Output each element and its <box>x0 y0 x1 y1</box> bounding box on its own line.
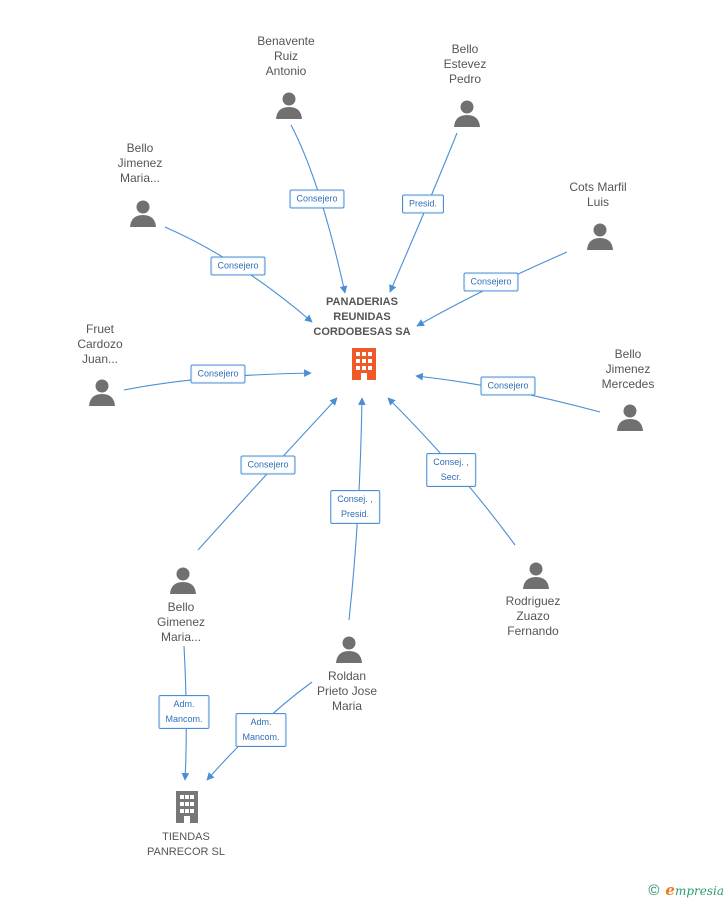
role-badge[interactable]: Adm. Mancom. <box>235 713 287 747</box>
role-badge[interactable]: Consejero <box>289 189 345 209</box>
role-badge-line: Adm. <box>250 717 272 727</box>
person-icon[interactable] <box>585 221 615 251</box>
person-name-line: Maria... <box>160 630 201 644</box>
role-badge-line: Presid. <box>408 198 438 209</box>
role-badge[interactable]: Consejero <box>210 256 266 276</box>
person-icon[interactable] <box>87 377 117 407</box>
person-name-line: Fernando <box>507 624 559 638</box>
central-company-line-2: REUNIDAS <box>333 311 391 323</box>
role-badge-line: Consejero <box>296 193 338 204</box>
person-name-line: Pedro <box>448 72 482 86</box>
person-name-line: Benavente <box>257 34 315 48</box>
person-name-line: Maria... <box>119 171 160 185</box>
role-badge[interactable]: Adm. Mancom. <box>158 695 210 729</box>
secondary-company-name[interactable]: TIENDAS PANRECOR SL <box>147 830 225 860</box>
role-badge-line: Consej. , <box>337 494 373 504</box>
person-name-line: Bello <box>614 347 642 361</box>
person-name-line: Fruet <box>85 322 115 336</box>
central-company-line-3: CORDOBESAS SA <box>313 326 411 338</box>
role-badge[interactable]: Consej. , Presid. <box>330 490 380 524</box>
person-name-line: Ruiz <box>273 49 299 63</box>
brand-rest: mpresia <box>674 884 724 898</box>
person-name-line: Cardozo <box>77 337 123 351</box>
person-name-line: Gimenez <box>156 615 206 629</box>
role-badge-line: Mancom. <box>165 714 203 724</box>
role-badge-line: Consejero <box>487 380 529 391</box>
person-name-line: Zuazo <box>516 609 550 623</box>
role-badge-line: Secr. <box>440 472 462 482</box>
person-name-line: Bello <box>167 600 195 614</box>
person-icon[interactable] <box>128 198 158 228</box>
person-name-line: Rodriguez <box>505 594 561 608</box>
relation-edge <box>290 124 348 294</box>
person-name-line: Bello <box>126 141 154 155</box>
person-name-line: Bello <box>451 42 479 56</box>
role-badge[interactable]: Consej. , Secr. <box>426 453 476 487</box>
footer-brand: © empresia <box>648 881 724 899</box>
central-company-line-1: PANADERIAS <box>326 296 398 308</box>
role-badge[interactable]: Consejero <box>480 376 536 396</box>
secondary-company-line-2: PANRECOR SL <box>146 846 226 858</box>
role-badge-line: Consejero <box>197 368 239 379</box>
central-company-name[interactable]: PANADERIAS REUNIDAS CORDOBESAS SA <box>313 295 410 340</box>
role-badge-line: Presid. <box>340 509 369 519</box>
role-badge-line: Consejero <box>217 260 259 271</box>
role-badge-line: Consejero <box>470 276 512 287</box>
person-icon[interactable] <box>274 90 304 120</box>
person-name-line: Mercedes <box>601 377 655 391</box>
role-badge[interactable]: Consejero <box>463 272 519 292</box>
brand-logo[interactable]: empresia <box>665 881 724 899</box>
brand-initial: e <box>665 881 675 899</box>
person-name-line: Cots Marfil <box>569 180 627 194</box>
central-company-building-icon[interactable] <box>348 346 380 387</box>
role-badge[interactable]: Presid. <box>401 194 445 214</box>
person-icon[interactable] <box>452 98 482 128</box>
role-badge-line: Consejero <box>247 459 289 470</box>
secondary-company-line-1: TIENDAS <box>162 831 210 843</box>
role-badge[interactable]: Consejero <box>190 364 246 384</box>
secondary-company-building-icon[interactable] <box>172 789 202 830</box>
person-name-line: Jimenez <box>117 156 163 170</box>
role-badge[interactable]: Consejero <box>240 455 296 475</box>
person-name-line: Jimenez <box>605 362 651 376</box>
copyright-symbol: © <box>648 881 660 899</box>
person-name-line: Juan... <box>81 352 119 366</box>
person-name-line: Maria <box>331 699 362 713</box>
person-icon[interactable] <box>334 634 364 664</box>
person-name-line: Prieto Jose <box>316 684 378 698</box>
person-icon[interactable] <box>521 560 551 590</box>
person-name-line: Roldan <box>327 669 367 683</box>
person-icon[interactable] <box>168 565 198 595</box>
person-name-line: Estevez <box>443 57 487 71</box>
role-badge-line: Adm. <box>173 699 195 709</box>
role-badge-line: Consej. , <box>433 457 469 467</box>
person-name-line: Luis <box>586 195 609 209</box>
role-badge-line: Mancom. <box>242 732 280 742</box>
person-name-line: Antonio <box>265 64 307 78</box>
person-icon[interactable] <box>615 402 645 432</box>
